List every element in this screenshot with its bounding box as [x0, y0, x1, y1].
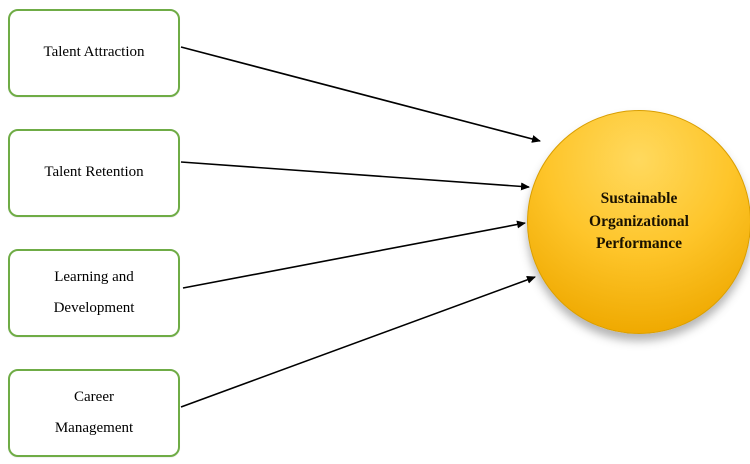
- circle-sustainable-organizational-performance: Sustainable Organizational Performance: [527, 110, 750, 334]
- box-talent-attraction: Talent Attraction: [8, 9, 180, 97]
- box-career-management: Career Management: [8, 369, 180, 457]
- box-learning-development-label: Learning and Development: [53, 268, 135, 317]
- box-talent-retention-label: Talent Retention: [44, 164, 144, 181]
- arrow-talent-attraction: [180, 46, 541, 143]
- box-talent-retention: Talent Retention: [8, 129, 180, 217]
- box-career-management-label: Career Management: [54, 388, 134, 437]
- box-learning-development: Learning and Development: [8, 249, 180, 337]
- arrow-career-management: [180, 276, 536, 408]
- circle-label: Sustainable Organizational Performance: [589, 190, 689, 253]
- box-talent-attraction-label: Talent Attraction: [43, 44, 145, 61]
- arrow-talent-retention: [180, 161, 530, 191]
- arrow-learning-development: [182, 220, 526, 289]
